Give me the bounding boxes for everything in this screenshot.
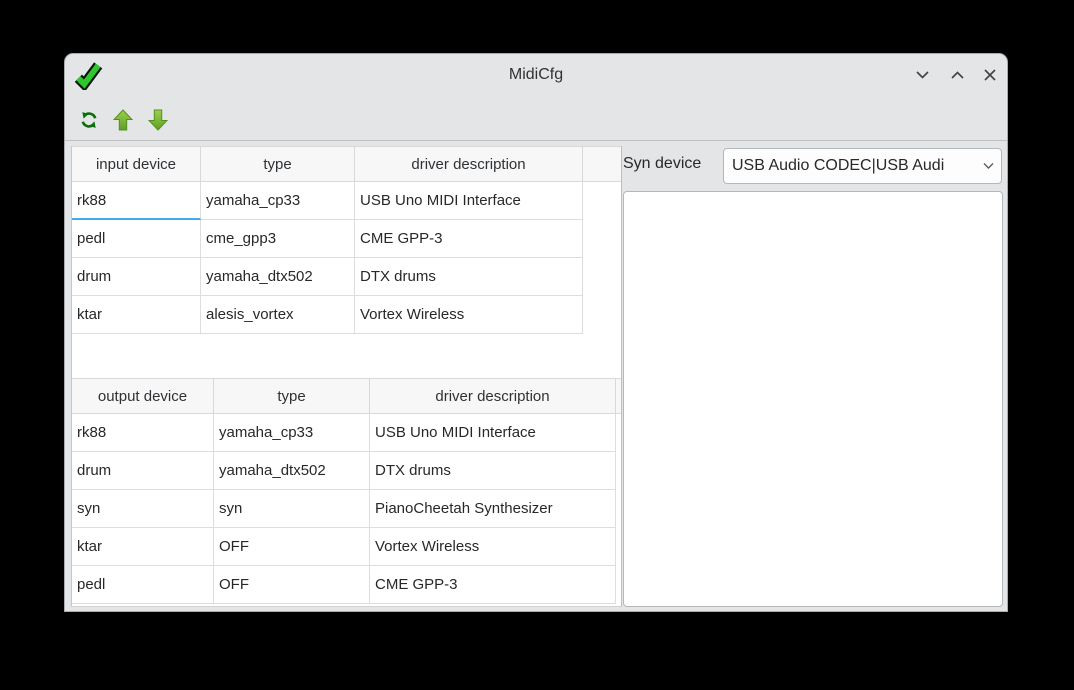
output-cell-driver[interactable]: PianoCheetah Synthesizer <box>370 490 616 528</box>
syn-device-label: Syn device <box>623 155 702 172</box>
app-checkmark-icon <box>73 60 103 92</box>
maximize-button[interactable] <box>944 62 970 88</box>
output-cell-type[interactable]: yamaha_cp33 <box>214 414 370 452</box>
output-cell-type[interactable]: yamaha_dtx502 <box>214 452 370 490</box>
input-table-header-type[interactable]: type <box>201 146 355 182</box>
output-cell-device[interactable]: pedl <box>72 566 214 604</box>
output-cell-driver[interactable]: Vortex Wireless <box>370 528 616 566</box>
input-cell-type[interactable]: yamaha_cp33 <box>201 182 355 220</box>
output-cell-device[interactable]: ktar <box>72 528 214 566</box>
input-cell-type[interactable]: cme_gpp3 <box>201 220 355 258</box>
output-cell-device[interactable]: syn <box>72 490 214 528</box>
input-cell-type[interactable]: alesis_vortex <box>201 296 355 334</box>
input-cell-driver[interactable]: Vortex Wireless <box>355 296 583 334</box>
move-up-button[interactable] <box>110 107 136 133</box>
titlebar[interactable]: MidiCfg <box>65 54 1007 96</box>
toolbar <box>65 96 1007 141</box>
syn-device-combobox[interactable]: USB Audio CODEC|USB Audi <box>723 148 1002 184</box>
close-icon <box>984 69 996 81</box>
input-device-table: input device type driver description rk8… <box>72 146 621 334</box>
chevron-down-icon <box>915 71 929 79</box>
input-table-header-device[interactable]: input device <box>72 146 201 182</box>
input-cell-type[interactable]: yamaha_dtx502 <box>201 258 355 296</box>
minimize-button[interactable] <box>909 62 935 88</box>
recycle-icon <box>81 112 97 128</box>
input-cell-device[interactable]: ktar <box>72 296 201 334</box>
close-button[interactable] <box>977 62 1003 88</box>
output-device-table: output device type driver description rk… <box>72 378 621 604</box>
chevron-down-icon <box>983 162 994 170</box>
output-cell-device[interactable]: drum <box>72 452 214 490</box>
output-cell-driver[interactable]: USB Uno MIDI Interface <box>370 414 616 452</box>
refresh-button[interactable] <box>76 107 102 133</box>
output-cell-device[interactable]: rk88 <box>72 414 214 452</box>
output-cell-type[interactable]: OFF <box>214 528 370 566</box>
move-down-button[interactable] <box>145 107 171 133</box>
input-cell-device[interactable]: pedl <box>72 220 201 258</box>
input-table-header-driver[interactable]: driver description <box>355 146 583 182</box>
input-cell-driver[interactable]: CME GPP-3 <box>355 220 583 258</box>
input-table-header-filler <box>583 146 621 182</box>
output-cell-type[interactable]: syn <box>214 490 370 528</box>
output-table-header-device[interactable]: output device <box>72 378 214 414</box>
output-cell-driver[interactable]: CME GPP-3 <box>370 566 616 604</box>
input-cell-device[interactable]: drum <box>72 258 201 296</box>
output-table-header-driver[interactable]: driver description <box>370 378 616 414</box>
input-cell-driver[interactable]: USB Uno MIDI Interface <box>355 182 583 220</box>
syn-device-panel <box>623 191 1003 607</box>
output-cell-type[interactable]: OFF <box>214 566 370 604</box>
output-table-header-type[interactable]: type <box>214 378 370 414</box>
arrow-up-icon <box>113 109 133 131</box>
window-title: MidiCfg <box>508 66 564 83</box>
chevron-up-icon <box>950 71 964 79</box>
syn-device-combobox-value: USB Audio CODEC|USB Audi <box>732 157 945 174</box>
midicfg-window: MidiCfg <box>64 53 1008 612</box>
output-table-header-filler <box>616 378 621 414</box>
arrow-down-icon <box>148 109 168 131</box>
device-tables-panel: input device type driver description rk8… <box>71 146 622 607</box>
input-cell-device[interactable]: rk88 <box>72 182 201 220</box>
output-cell-driver[interactable]: DTX drums <box>370 452 616 490</box>
input-cell-driver[interactable]: DTX drums <box>355 258 583 296</box>
